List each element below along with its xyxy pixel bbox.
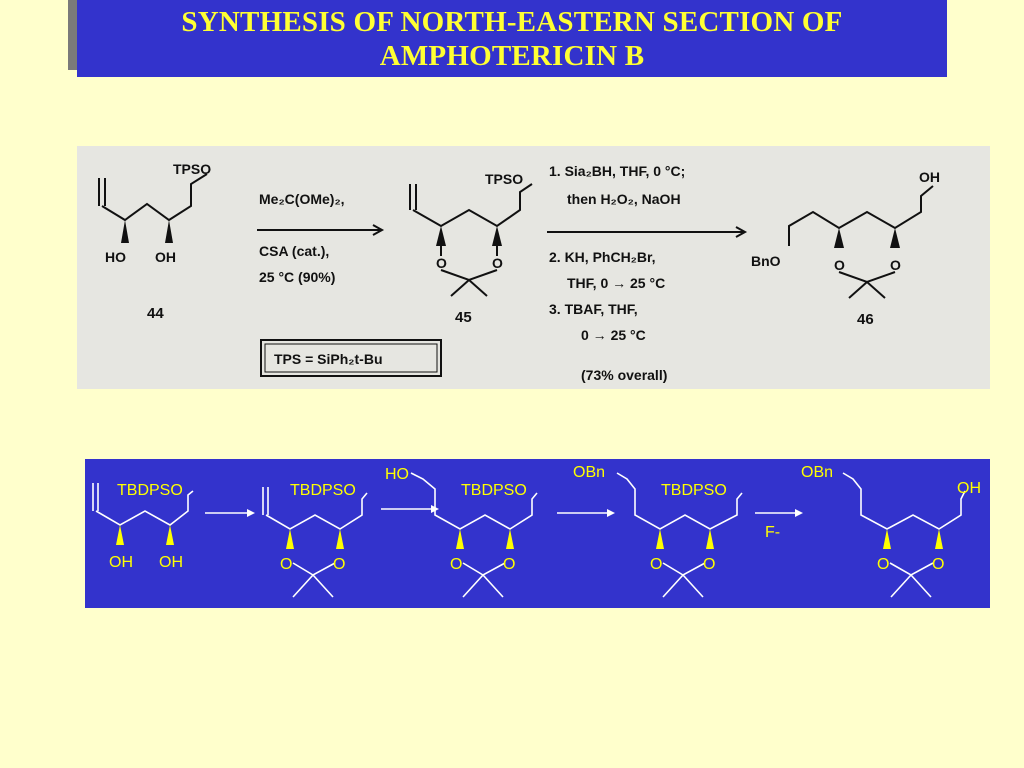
tbdpso-label: TBDPSO <box>661 482 727 499</box>
stereo-wedge <box>506 529 514 549</box>
stereo-wedge <box>121 220 129 243</box>
stereo-wedge <box>336 529 344 549</box>
original-scheme-drawing: TPSO HO OH 44 Me₂C(OMe)₂, CSA (cat.), 25… <box>98 161 940 383</box>
tbdpso-label: TBDPSO <box>117 482 183 499</box>
step2-line-2: then H₂O₂, NaOH <box>567 191 681 207</box>
step2-line-6: 0 → 25 °C <box>581 327 646 343</box>
stereo-wedge <box>166 525 174 545</box>
tbdpso-label: TBDPSO <box>290 482 356 499</box>
ring-oxygen-2: O <box>333 556 345 573</box>
bno-label: BnO <box>751 253 781 269</box>
step-2: 1. Sia₂BH, THF, 0 °C; then H₂O₂, NaOH 2.… <box>547 163 748 383</box>
redrawn-scheme-drawing: TBDPSO OH OH TBDPSO O O <box>92 464 981 598</box>
oh-label-1: OH <box>109 554 133 571</box>
title-line-1: SYNTHESIS OF NORTH-EASTERN SECTION OF <box>181 5 843 38</box>
compound-45: TPSO O O 45 <box>409 171 533 326</box>
ring-oxygen-1: O <box>877 556 889 573</box>
ring-oxygen-2: O <box>492 255 503 271</box>
reaction-arrow-1 <box>205 509 255 517</box>
stereo-wedge <box>456 529 464 549</box>
step2-line-1: 1. Sia₂BH, THF, 0 °C; <box>549 163 685 179</box>
obn-label: OBn <box>801 464 833 481</box>
stereo-wedge <box>436 226 446 246</box>
ho-label: HO <box>105 249 126 265</box>
compound-44: TPSO HO OH 44 <box>98 161 211 322</box>
oh-label-2: OH <box>159 554 183 571</box>
obn-label: OBn <box>573 464 605 481</box>
ring-oxygen-2: O <box>890 257 901 273</box>
stereo-wedge <box>935 529 943 549</box>
step2-line-4: THF, 0 → 25 °C <box>567 275 665 291</box>
oh-label: OH <box>919 169 940 185</box>
redrawn-reaction-scheme: TBDPSO OH OH TBDPSO O O <box>85 459 990 608</box>
stereo-wedge <box>706 529 714 549</box>
tbdpso-label: TBDPSO <box>461 482 527 499</box>
acetonide-intermediate: TBDPSO O O <box>262 482 368 598</box>
tps-definition-box: TPS = SiPh₂t-Bu <box>260 339 442 377</box>
compound-number-44: 44 <box>147 305 164 322</box>
ring-oxygen-1: O <box>450 556 462 573</box>
ring-oxygen-2: O <box>503 556 515 573</box>
ho-label: HO <box>385 466 409 483</box>
tps-definition: TPS = SiPh₂t-Bu <box>274 351 383 367</box>
step1-reagent-3: 25 °C (90%) <box>259 269 335 285</box>
stereo-wedge <box>492 226 502 246</box>
diol-starting-material: TBDPSO OH OH <box>92 482 194 571</box>
ring-oxygen-1: O <box>650 556 662 573</box>
stereo-wedge <box>116 525 124 545</box>
stereo-wedge <box>656 529 664 549</box>
primary-alcohol-intermediate: HO TBDPSO O O <box>385 466 538 598</box>
reaction-arrow-3 <box>557 509 615 517</box>
ring-oxygen-2: O <box>703 556 715 573</box>
stereo-wedge <box>165 220 173 243</box>
compound-number-45: 45 <box>455 309 472 326</box>
step2-line-3: 2. KH, PhCH₂Br, <box>549 249 656 265</box>
step1-reagent-2: CSA (cat.), <box>259 243 329 259</box>
benzyl-ether-intermediate: OBn TBDPSO O O <box>573 464 743 598</box>
stereo-wedge <box>286 529 294 549</box>
ring-oxygen-1: O <box>436 255 447 271</box>
tpso-label: TPSO <box>485 171 523 187</box>
step1-reagent-1: Me₂C(OMe)₂, <box>259 191 345 207</box>
compound-number-46: 46 <box>857 311 874 328</box>
step2-line-7: (73% overall) <box>581 367 667 383</box>
title-banner: SYNTHESIS OF NORTH-EASTERN SECTION OF AM… <box>77 0 947 77</box>
stereo-wedge <box>883 529 891 549</box>
stereo-wedge <box>834 228 844 248</box>
compound-46: OH BnO O O 46 <box>751 169 940 328</box>
stereo-wedge <box>890 228 900 248</box>
step2-line-5: 3. TBAF, THF, <box>549 301 638 317</box>
tpso-label: TPSO <box>173 161 211 177</box>
step-1: Me₂C(OMe)₂, CSA (cat.), 25 °C (90%) <box>257 191 385 285</box>
ring-oxygen-2: O <box>932 556 944 573</box>
fluoride-reagent: F- <box>765 524 780 541</box>
reaction-arrow-4: F- <box>755 509 803 541</box>
ring-oxygen-1: O <box>280 556 292 573</box>
original-reaction-scheme: TPSO HO OH 44 Me₂C(OMe)₂, CSA (cat.), 25… <box>77 146 990 389</box>
title-line-2: AMPHOTERICIN B <box>379 39 645 72</box>
reaction-arrow-2 <box>381 505 439 513</box>
ring-oxygen-1: O <box>834 257 845 273</box>
oh-label: OH <box>957 480 981 497</box>
diol-product: OBn OH O O <box>801 464 981 598</box>
oh-label: OH <box>155 249 176 265</box>
